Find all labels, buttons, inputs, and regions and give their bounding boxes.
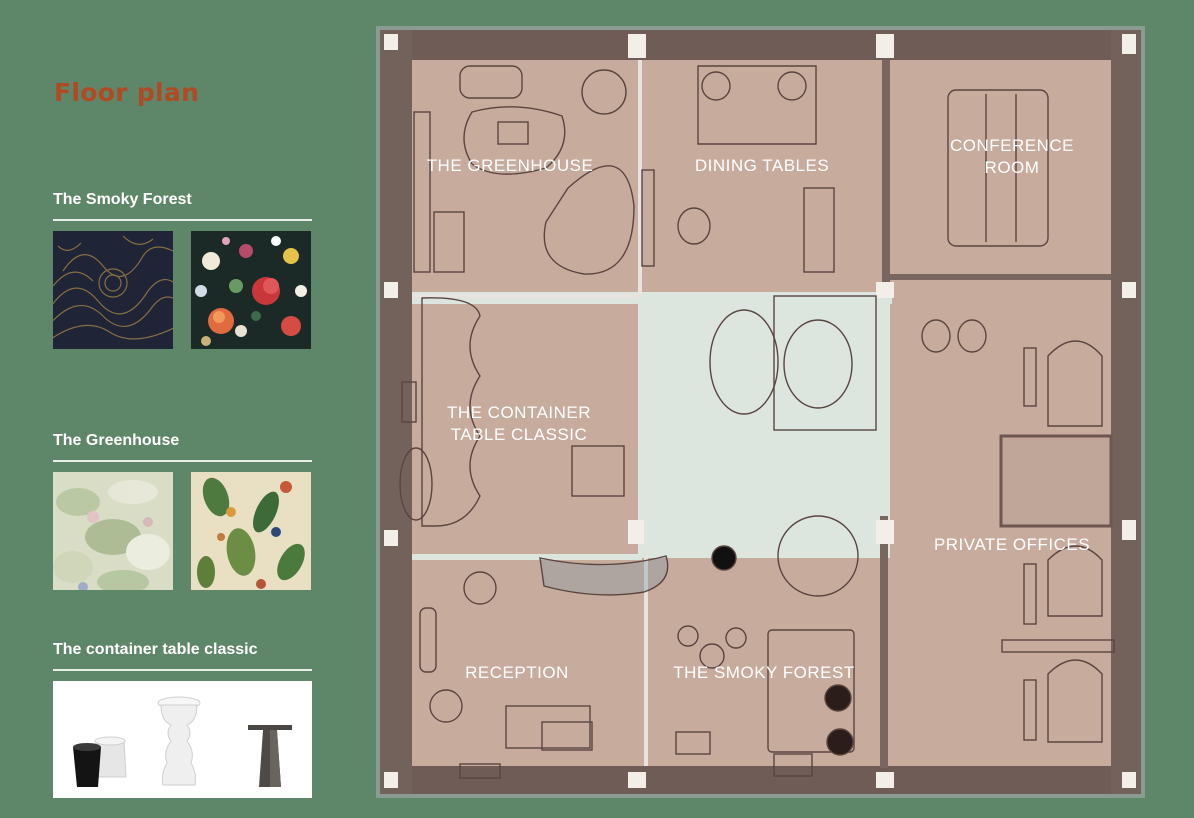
- room-label-conference-room: CONFERENCE: [950, 136, 1074, 155]
- container-table-white-short: [94, 736, 127, 778]
- walls: [380, 30, 1141, 794]
- section-divider: [53, 219, 312, 221]
- room-label-smoky-forest: THE SMOKY FOREST: [673, 663, 855, 682]
- room-label-container-table-line2: TABLE CLASSIC: [451, 425, 588, 444]
- product-photo-container-tables: [53, 681, 312, 798]
- page-title: Floor plan: [54, 78, 200, 107]
- section-divider: [53, 669, 312, 671]
- corridor: [412, 292, 892, 560]
- room-label-dining-tables: DINING TABLES: [695, 156, 829, 175]
- room-label-conference-room-line2: ROOM: [985, 158, 1040, 177]
- section-label-container-table: The container table classic: [53, 641, 258, 658]
- room-label-reception: RECEPTION: [465, 663, 569, 682]
- section-divider: [53, 460, 312, 462]
- room-labels: THE GREENHOUSE DINING TABLES CONFERENCE …: [427, 136, 1090, 682]
- furniture: [399, 65, 1115, 779]
- container-table-bronze: [248, 725, 292, 787]
- swatch-pastel-foliage: [53, 472, 173, 590]
- room-label-greenhouse: THE GREENHOUSE: [427, 156, 594, 175]
- section-label-greenhouse: The Greenhouse: [53, 432, 180, 449]
- container-table-black: [73, 743, 101, 787]
- swatch-dark-floral: [191, 231, 311, 349]
- floor-plan: THE GREENHOUSE DINING TABLES CONFERENCE …: [376, 26, 1145, 798]
- room-label-private-offices: PRIVATE OFFICES: [934, 535, 1090, 554]
- swatch-dark-navy-gold: [53, 231, 173, 349]
- section-label-smoky-forest: The Smoky Forest: [53, 191, 192, 208]
- pillars: [384, 34, 1136, 788]
- container-table-white-tall: [157, 696, 201, 786]
- swatch-botanical-bird: [191, 472, 311, 590]
- room-label-container-table: THE CONTAINER: [447, 403, 591, 422]
